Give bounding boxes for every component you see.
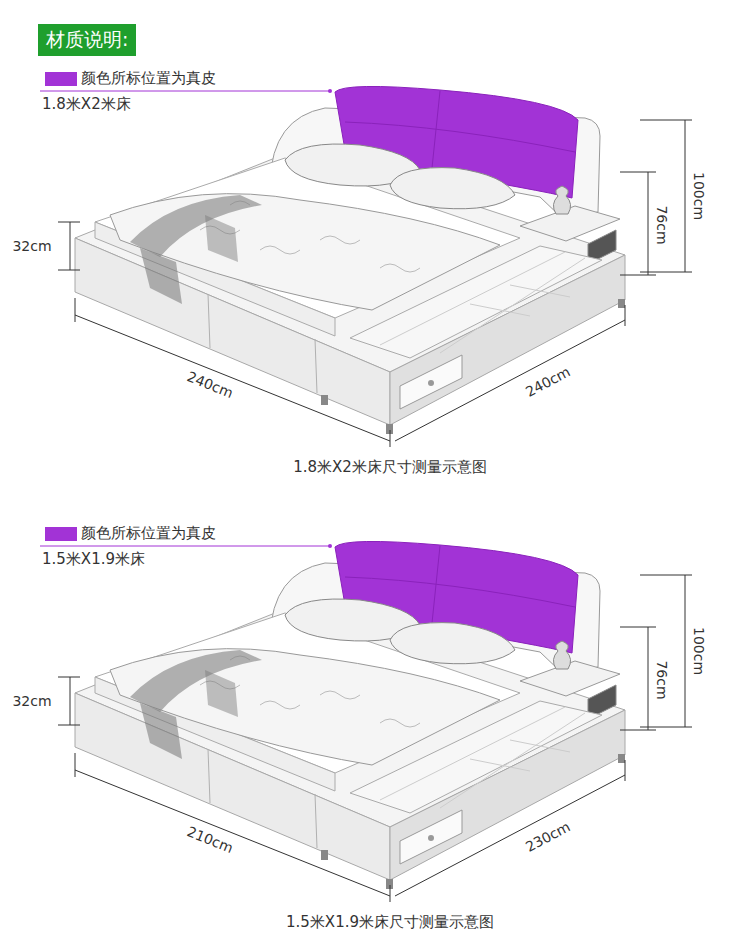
color-swatch	[45, 527, 77, 541]
legend-row: 颜色所标位置为真皮	[45, 524, 216, 543]
legend-row: 颜色所标位置为真皮	[45, 69, 216, 88]
color-swatch	[45, 72, 77, 86]
legend-text: 颜色所标位置为真皮	[81, 524, 216, 543]
divider-dot	[328, 544, 332, 548]
dimension: 100cm	[691, 172, 708, 220]
dimension: 240cm	[185, 368, 236, 401]
bed-drawing	[58, 541, 692, 902]
figure-caption: 1.5米X1.9米床尺寸测量示意图	[286, 913, 494, 931]
dimension: 76cm	[654, 205, 671, 244]
section-title: 材质说明:	[38, 24, 136, 56]
bed-size: 1.8米X2米床	[42, 95, 131, 113]
divider-dot	[328, 89, 332, 93]
dimension: 32cm	[12, 238, 51, 255]
figure-caption: 1.8米X2米床尺寸测量示意图	[293, 458, 487, 476]
dimension: 100cm	[691, 627, 708, 675]
dimension: 240cm	[523, 363, 573, 400]
bed-size: 1.5米X1.9米床	[42, 550, 145, 568]
legend-text: 颜色所标位置为真皮	[81, 69, 216, 88]
divider-line	[40, 546, 330, 547]
dimension: 76cm	[654, 660, 671, 699]
dimension: 230cm	[523, 818, 573, 855]
dimension: 32cm	[12, 693, 51, 710]
divider-line	[40, 91, 330, 92]
dimension: 210cm	[185, 823, 236, 856]
bed-drawing	[58, 86, 692, 447]
